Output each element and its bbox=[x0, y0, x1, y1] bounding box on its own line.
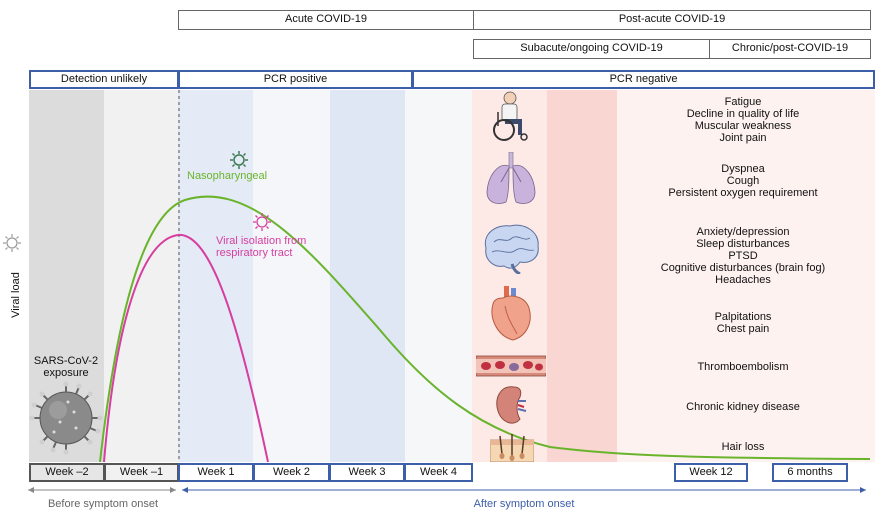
nasopharyngeal-curve bbox=[99, 195, 871, 463]
symptom-item: Hair loss bbox=[721, 441, 765, 453]
after-onset-arrow bbox=[182, 487, 866, 493]
week-2-box: Week 2 bbox=[253, 463, 330, 482]
y-axis-label: Viral load bbox=[10, 272, 22, 318]
week-minus-1-box: Week –1 bbox=[104, 463, 179, 482]
subacute-covid-header: Subacute/ongoing COVID-19 bbox=[473, 39, 710, 59]
symptom-item: Cough bbox=[726, 175, 760, 187]
band-week-3 bbox=[330, 90, 405, 462]
viral-isolation-label-line: Viral isolation from bbox=[216, 235, 307, 247]
symptoms-brain-group: Anxiety/depression Sleep disturbances PT… bbox=[612, 226, 874, 286]
symptoms-heart-group: Palpitations Chest pain bbox=[612, 311, 874, 335]
blood-vessel-icon bbox=[476, 355, 546, 377]
symptoms-kidney-group: Chronic kidney disease bbox=[612, 401, 874, 413]
band-subacute-2 bbox=[547, 90, 617, 462]
exposure-label-line: SARS-CoV-2 bbox=[33, 355, 99, 367]
symptoms-vessel-group: Thromboembolism bbox=[612, 361, 874, 373]
symptom-item: Chronic kidney disease bbox=[686, 401, 800, 413]
viral-isolation-label-line: respiratory tract bbox=[216, 247, 293, 259]
lungs-icon bbox=[486, 152, 536, 204]
week-1-box: Week 1 bbox=[178, 463, 254, 482]
symptom-item: Decline in quality of life bbox=[686, 108, 800, 120]
week-4-box: Week 4 bbox=[404, 463, 473, 482]
symptom-item: Fatigue bbox=[724, 96, 762, 108]
virus-icon-green bbox=[230, 151, 248, 169]
week-3-box: Week 3 bbox=[329, 463, 405, 482]
band-week-2 bbox=[253, 90, 330, 462]
symptom-item: Cognitive disturbances (brain fog) bbox=[660, 262, 826, 274]
symptoms-lungs-group: Dyspnea Cough Persistent oxygen requirem… bbox=[612, 163, 874, 199]
symptom-item: Joint pain bbox=[719, 132, 767, 144]
symptom-item: Thromboembolism bbox=[697, 361, 789, 373]
symptom-item: Dyspnea bbox=[721, 163, 765, 175]
chronic-covid-header: Chronic/post-COVID-19 bbox=[709, 39, 871, 59]
week-12-box: Week 12 bbox=[674, 463, 748, 482]
acute-covid-header: Acute COVID-19 bbox=[178, 10, 474, 30]
exposure-label: SARS-CoV-2 exposure bbox=[28, 355, 104, 379]
post-acute-covid-header: Post-acute COVID-19 bbox=[473, 10, 871, 30]
exposure-label-line: exposure bbox=[43, 367, 89, 379]
detection-unlikely-box: Detection unlikely bbox=[29, 70, 179, 89]
six-months-box: 6 months bbox=[772, 463, 848, 482]
band-week-4 bbox=[405, 90, 472, 462]
pcr-positive-box: PCR positive bbox=[178, 70, 413, 89]
symptoms-skin-group: Hair loss bbox=[612, 441, 874, 453]
pcr-negative-box: PCR negative bbox=[412, 70, 875, 89]
before-onset-arrow bbox=[28, 487, 176, 493]
skin-icon bbox=[490, 434, 534, 462]
virus-icon-pink bbox=[253, 213, 271, 231]
symptom-item: Chest pain bbox=[716, 323, 770, 335]
virus-icon-gray bbox=[3, 234, 21, 252]
week-minus-2-box: Week –2 bbox=[29, 463, 105, 482]
band-chronic bbox=[617, 90, 875, 462]
symptom-item: PTSD bbox=[728, 250, 758, 262]
symptom-item: Sleep disturbances bbox=[696, 238, 790, 250]
symptom-item: Palpitations bbox=[714, 311, 772, 323]
after-symptom-onset-label: After symptom onset bbox=[473, 498, 575, 510]
brain-icon bbox=[484, 224, 539, 274]
symptom-item: Muscular weakness bbox=[694, 120, 792, 132]
kidney-icon bbox=[496, 386, 527, 424]
symptom-item: Anxiety/depression bbox=[696, 226, 790, 238]
wheelchair-icon bbox=[493, 91, 528, 141]
viral-isolation-curve bbox=[103, 233, 269, 463]
symptom-item: Persistent oxygen requirement bbox=[668, 187, 818, 199]
viral-isolation-label: Viral isolation from respiratory tract bbox=[216, 235, 306, 259]
sars-cov-2-virus-icon bbox=[29, 381, 103, 455]
before-symptom-onset-label: Before symptom onset bbox=[47, 498, 159, 510]
heart-icon bbox=[491, 286, 531, 341]
nasopharyngeal-label: Nasopharyngeal bbox=[187, 170, 268, 182]
symptoms-fatigue-group: Fatigue Decline in quality of life Muscu… bbox=[612, 96, 874, 144]
symptom-item: Headaches bbox=[715, 274, 771, 286]
